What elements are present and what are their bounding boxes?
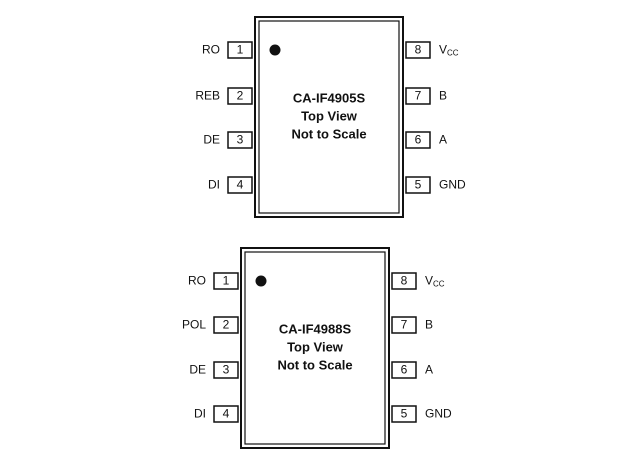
pin-number: 1 (237, 43, 244, 57)
pin-name: B (425, 318, 433, 332)
chip-part-label: CA-IF4988S (279, 321, 352, 336)
pin-pad (227, 41, 253, 59)
pin-name-subscript: CC (447, 49, 459, 58)
pin-name: GND (425, 407, 452, 421)
pin-name: POL (182, 318, 206, 332)
chip-view-label: Top View (287, 339, 344, 354)
chip-part-label: CA-IF4905S (293, 90, 366, 105)
pin-pad (227, 176, 253, 194)
pin-number: 4 (237, 178, 244, 192)
pin-pad (391, 272, 417, 290)
pin-number: 5 (415, 178, 422, 192)
chip-view-label: Top View (301, 108, 358, 123)
pin-pad (405, 41, 431, 59)
pin-number: 2 (237, 89, 244, 103)
pin-number: 2 (223, 318, 230, 332)
pin-number: 5 (401, 407, 408, 421)
pin-name: A (425, 363, 433, 377)
pin-name: A (439, 133, 447, 147)
pin1-indicator-dot (255, 275, 267, 287)
pin-number: 8 (401, 274, 408, 288)
pin-pad (213, 405, 239, 423)
pin-pad (213, 361, 239, 379)
pin-pad (213, 272, 239, 290)
pin-pad (227, 131, 253, 149)
chip-scale-note-label: Not to Scale (277, 357, 352, 372)
pin-name: VCC (425, 274, 445, 289)
pin-number: 7 (401, 318, 408, 332)
pin-pad (405, 131, 431, 149)
chip-body-inner (244, 251, 386, 445)
pin-number: 6 (401, 363, 408, 377)
pin-pad (391, 361, 417, 379)
pin-pad (405, 87, 431, 105)
chip-scale-note-label: Not to Scale (291, 126, 366, 141)
pin-pad (405, 176, 431, 194)
chip-body-inner (258, 20, 400, 214)
pin-name-subscript: CC (433, 280, 445, 289)
pin-name: RO (202, 43, 220, 57)
pin-number: 1 (223, 274, 230, 288)
pin-number: 4 (223, 407, 230, 421)
pin-number: 3 (223, 363, 230, 377)
pin-pad (391, 405, 417, 423)
pin-name: DI (208, 178, 220, 192)
pin-name: REB (195, 89, 220, 103)
pin-number: 6 (415, 133, 422, 147)
pin-pad (213, 316, 239, 334)
pin1-indicator-dot (269, 44, 281, 56)
pin-name: RO (188, 274, 206, 288)
pin-name: B (439, 89, 447, 103)
pin-name: DI (194, 407, 206, 421)
pin-number: 7 (415, 89, 422, 103)
pin-name: VCC (439, 43, 459, 58)
pin-name: DE (203, 133, 220, 147)
pin-name: DE (189, 363, 206, 377)
pin-pad (227, 87, 253, 105)
pin-number: 3 (237, 133, 244, 147)
pin-number: 8 (415, 43, 422, 57)
pin-name: GND (439, 178, 466, 192)
pin-pad (391, 316, 417, 334)
